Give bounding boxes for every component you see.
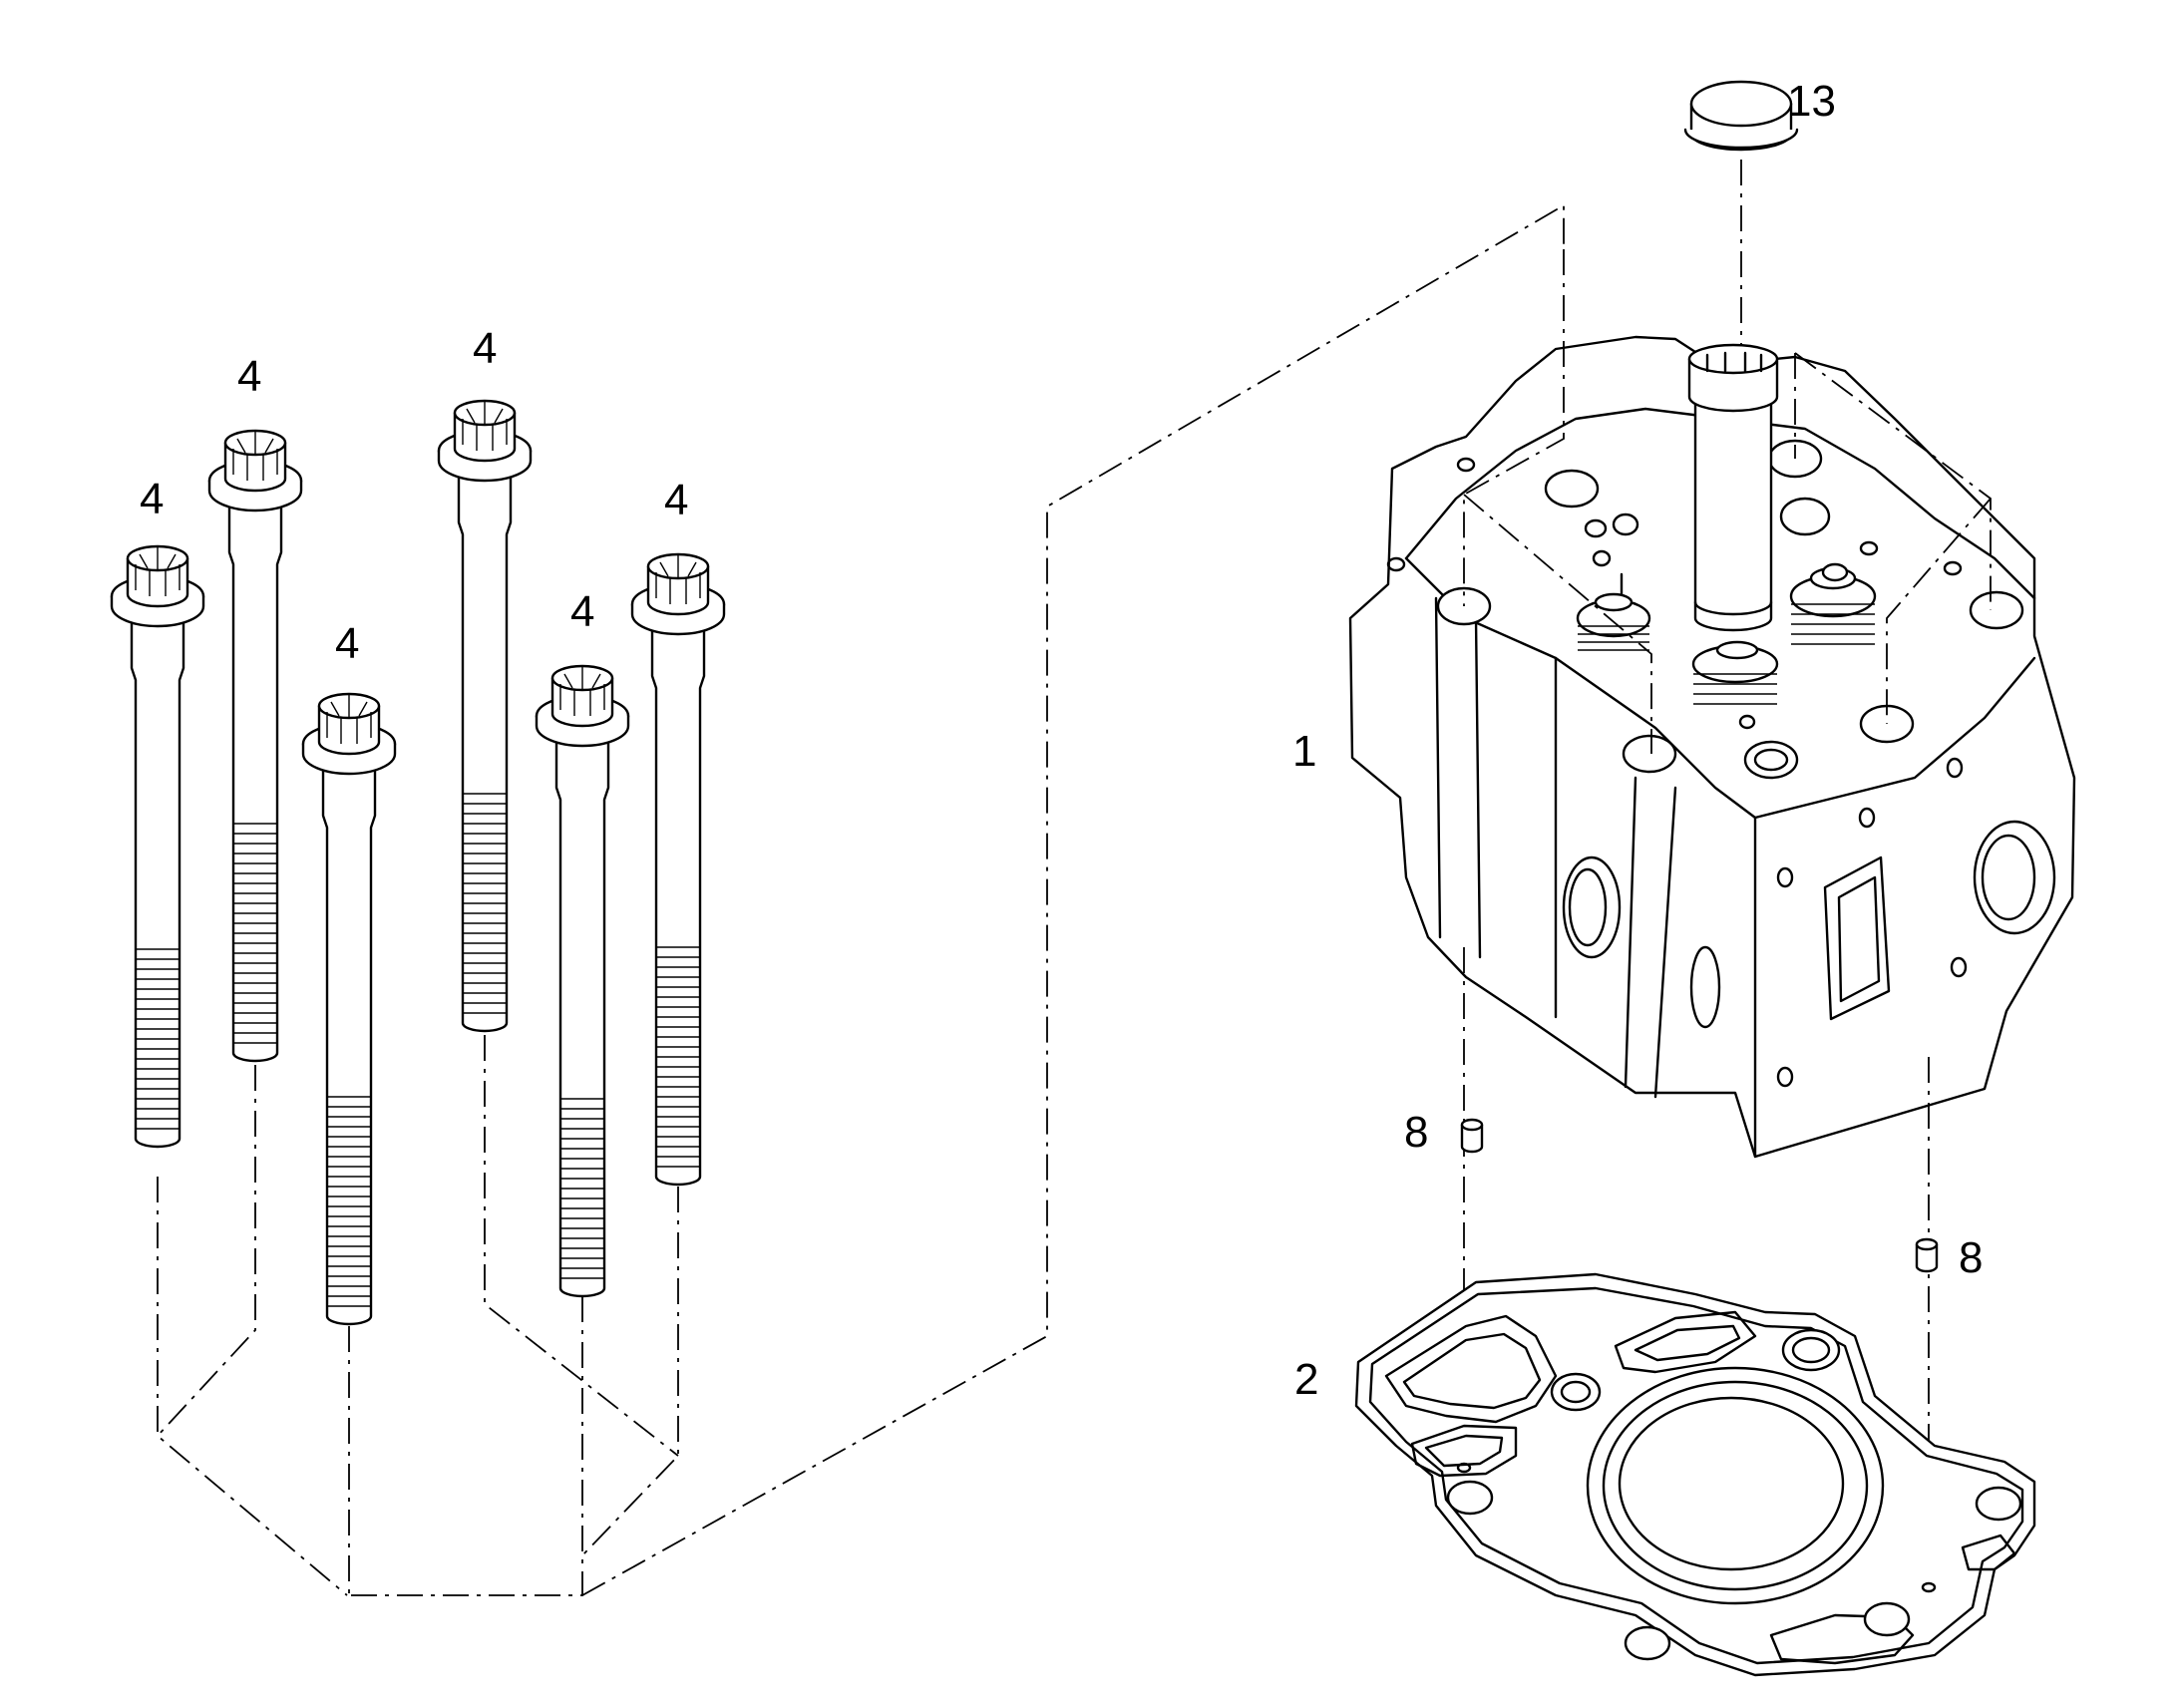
valve-spring-1 [1576, 572, 1651, 651]
callout-cap: 13 [1787, 77, 1836, 126]
bolt-5 [535, 664, 630, 1298]
callout-pin-left: 8 [1404, 1108, 1428, 1157]
callout-gasket: 2 [1294, 1355, 1318, 1404]
dowel-pin-left [1460, 1118, 1484, 1154]
callout-bolt-1: 4 [140, 475, 164, 523]
bolt-3 [301, 692, 397, 1326]
bolt-6 [630, 552, 726, 1187]
callout-bolt-3: 4 [335, 619, 359, 668]
callout-bolt-2: 4 [237, 352, 261, 401]
cap [1683, 80, 1799, 359]
bolt-2 [207, 429, 303, 1063]
callout-pin-right: 8 [1959, 1233, 1983, 1282]
head-gasket [1354, 1272, 2036, 1677]
bolt-4 [437, 399, 533, 1033]
callout-bolt-5: 4 [570, 587, 594, 636]
callout-bolt-4: 4 [473, 324, 497, 373]
callout-cylinder-head: 1 [1292, 727, 1316, 776]
valve-spring-3 [1691, 640, 1779, 705]
injector-tube [1687, 343, 1779, 632]
bolt-alignment-lines [157, 203, 1565, 1596]
callout-bolt-6: 4 [664, 476, 688, 524]
dowel-pin-right [1915, 1237, 1939, 1273]
valve-spring-2 [1789, 562, 1877, 645]
cylinder-head [1348, 249, 2076, 1585]
bolt-1 [110, 544, 205, 1149]
